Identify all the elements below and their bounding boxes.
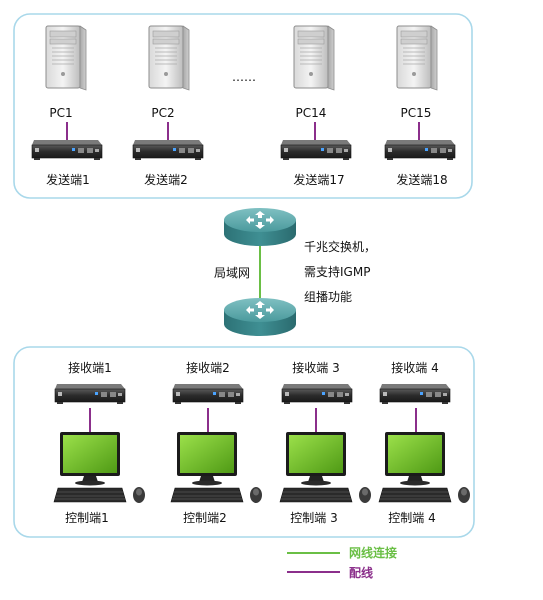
- encoder-label: 发送端17: [293, 172, 344, 187]
- decoder-icon: [281, 383, 353, 405]
- encoder-label: 发送端1: [46, 172, 90, 187]
- pc-tower-icon: [45, 25, 87, 91]
- pc-label: PC2: [151, 106, 174, 120]
- receiver-column-2: 接收端2 控制端2: [170, 360, 263, 525]
- encoder-icon: [384, 139, 456, 161]
- lan-label: 局域网: [214, 266, 250, 280]
- decoder-icon: [172, 383, 244, 405]
- pc-label: PC1: [49, 106, 72, 120]
- monitor-keyboard-mouse-icon: [53, 431, 146, 504]
- pc-tower-icon: [293, 25, 335, 91]
- encoder-label: 发送端2: [144, 172, 188, 187]
- switch-note-line-1: 千兆交换机，: [304, 239, 376, 254]
- receiver-column-4: 接收端 4 控制端 4: [378, 360, 471, 525]
- console-label: 控制端 4: [388, 511, 435, 525]
- console-label: 控制端1: [65, 511, 109, 525]
- legend: 网线连接 配线: [287, 545, 397, 580]
- decoder-label: 接收端 4: [391, 360, 438, 375]
- receiver-column-1: 接收端1 控制端1: [53, 360, 146, 525]
- decoder-icon: [54, 383, 126, 405]
- encoder-icon: [132, 139, 204, 161]
- switch-note-line-3: 组播功能: [304, 290, 352, 304]
- pc-label: PC15: [401, 106, 432, 120]
- sender-column-4: PC15 发送端18: [384, 25, 456, 187]
- receiver-column-3: 接收端 3 控制端 3: [279, 360, 372, 525]
- encoder-label: 发送端18: [396, 172, 447, 187]
- console-label: 控制端 3: [290, 511, 337, 525]
- decoder-label: 接收端 3: [292, 360, 339, 375]
- decoder-label: 接收端2: [186, 360, 230, 375]
- decoder-icon: [379, 383, 451, 405]
- sender-column-1: PC1 发送端1: [31, 25, 103, 187]
- switch-router-icon: [224, 208, 296, 246]
- legend-patch-label: 配线: [349, 565, 373, 580]
- switch-note-line-2: 需支持IGMP: [304, 264, 370, 279]
- ellipsis: ……: [232, 70, 256, 84]
- legend-network-label: 网线连接: [349, 545, 397, 560]
- console-label: 控制端2: [183, 511, 227, 525]
- decoder-label: 接收端1: [68, 360, 112, 375]
- sender-column-3: PC14 发送端17: [280, 25, 352, 187]
- pc-tower-icon: [396, 25, 438, 91]
- monitor-keyboard-mouse-icon: [279, 431, 372, 504]
- pc-label: PC14: [296, 106, 327, 120]
- monitor-keyboard-mouse-icon: [378, 431, 471, 504]
- encoder-icon: [31, 139, 103, 161]
- receiver-panel: [13, 346, 475, 538]
- monitor-keyboard-mouse-icon: [170, 431, 263, 504]
- encoder-icon: [280, 139, 352, 161]
- pc-tower-icon: [148, 25, 190, 91]
- switch-router-icon: [224, 298, 296, 336]
- sender-column-2: PC2 发送端2: [132, 25, 204, 187]
- sender-panel: [13, 13, 473, 199]
